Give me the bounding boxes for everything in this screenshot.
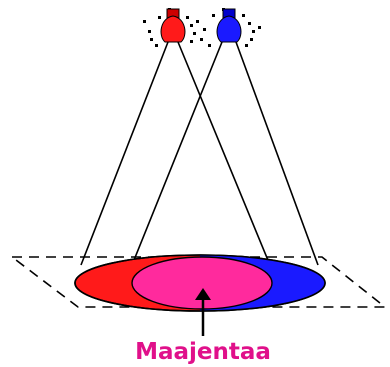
red-cone-left-edge	[80, 41, 169, 266]
light-sparkles	[143, 8, 261, 47]
light-cone-lines	[80, 41, 319, 271]
red-cone-right-edge	[177, 41, 273, 271]
overlap-label: Maajentaa	[135, 339, 271, 365]
red-bulb-icon	[160, 8, 186, 43]
blue-bulb-icon	[216, 8, 242, 43]
arrow-up-icon	[195, 288, 211, 336]
projected-light-ellipse	[74, 254, 326, 312]
blue-cone-right-edge	[235, 41, 319, 266]
blue-cone-left-edge	[129, 41, 223, 271]
outer-ellipse-outline	[74, 254, 326, 312]
